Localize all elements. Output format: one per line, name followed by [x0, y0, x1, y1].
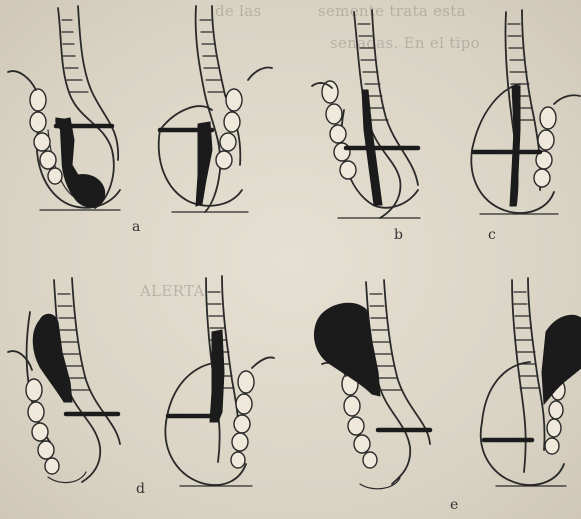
- panel-b-drawing: [308, 0, 448, 245]
- panel-d-label: d: [136, 482, 145, 496]
- panel-c-lesion: [510, 86, 520, 206]
- panel-d: d: [0, 272, 290, 512]
- panel-a-drawing: [0, 0, 300, 240]
- panel-e: e: [300, 272, 581, 517]
- panel-c-drawing: [450, 0, 581, 245]
- panel-d-drawing: [0, 272, 290, 512]
- panel-e-label: e: [450, 498, 458, 512]
- panel-c: c: [450, 0, 581, 245]
- panel-d-right-lesion: [210, 330, 224, 422]
- panel-a-label: a: [132, 220, 140, 234]
- panel-e-right-figure: [481, 278, 581, 486]
- panel-b-label: b: [394, 228, 403, 242]
- panel-c-label: c: [488, 228, 496, 242]
- panel-d-left-figure: [8, 278, 120, 483]
- panel-b: b: [308, 0, 448, 245]
- panel-e-left-figure: [314, 280, 430, 489]
- panel-a-right-lesion: [196, 122, 212, 206]
- panel-a-left-lesion: [60, 118, 105, 207]
- panel-a-left-figure: [8, 6, 120, 210]
- panel-a: a: [0, 0, 300, 240]
- panel-e-drawing: [300, 272, 581, 517]
- panel-a-right-figure: [159, 6, 272, 212]
- panel-d-right-figure: [165, 276, 274, 486]
